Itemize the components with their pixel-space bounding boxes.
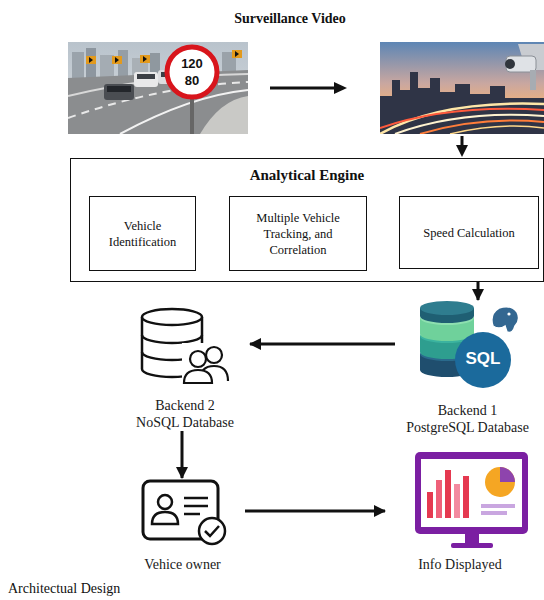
nosql-database: Backend 2 NoSQL Database — [120, 305, 250, 431]
sign-number: 80 — [172, 74, 212, 88]
node-caption: Vehice owner — [120, 556, 245, 573]
process-label: Multiple Vehicle Tracking, and Correlati… — [240, 210, 356, 258]
process-label: Vehicle Identification — [100, 218, 185, 250]
flow-arrow — [181, 431, 184, 478]
arrow-head — [456, 145, 468, 157]
flow-arrow — [245, 510, 385, 513]
road-photo — [68, 42, 248, 134]
flow-arrow — [477, 282, 480, 300]
node-caption: Backend 1 PostgreSQL Database — [397, 402, 539, 436]
diagram-caption: Architectual Design — [8, 581, 120, 597]
process-box: Multiple Vehicle Tracking, and Correlati… — [229, 196, 367, 271]
node-caption: Info Displayed — [385, 556, 535, 573]
node-icon — [120, 478, 245, 546]
process-box: Speed Calculation — [399, 196, 539, 269]
process-label: Speed Calculation — [423, 225, 514, 241]
sign-number: 120 — [172, 57, 212, 71]
engine-heading: Analytical Engine — [71, 167, 543, 184]
flow-arrow — [250, 343, 395, 346]
arrow-head — [334, 82, 347, 94]
node-icon — [385, 448, 535, 548]
flow-arrow — [270, 87, 336, 90]
node-caption: Backend 2 NoSQL Database — [125, 397, 245, 431]
node-icon — [120, 305, 250, 385]
owner-id-card: Vehice owner — [120, 478, 245, 573]
diagram-title: Surveillance Video — [190, 11, 390, 27]
dashboard-monitor: Info Displayed — [385, 448, 535, 573]
node-icon — [395, 300, 540, 392]
sql-database: SQL Backend 1 PostgreSQL Database — [395, 300, 540, 436]
icon-text: SQL — [455, 349, 511, 369]
process-box: Vehicle Identification — [89, 196, 196, 271]
city-camera-photo — [380, 42, 544, 134]
engine-box: Analytical EngineVehicle Identification M… — [70, 158, 544, 282]
